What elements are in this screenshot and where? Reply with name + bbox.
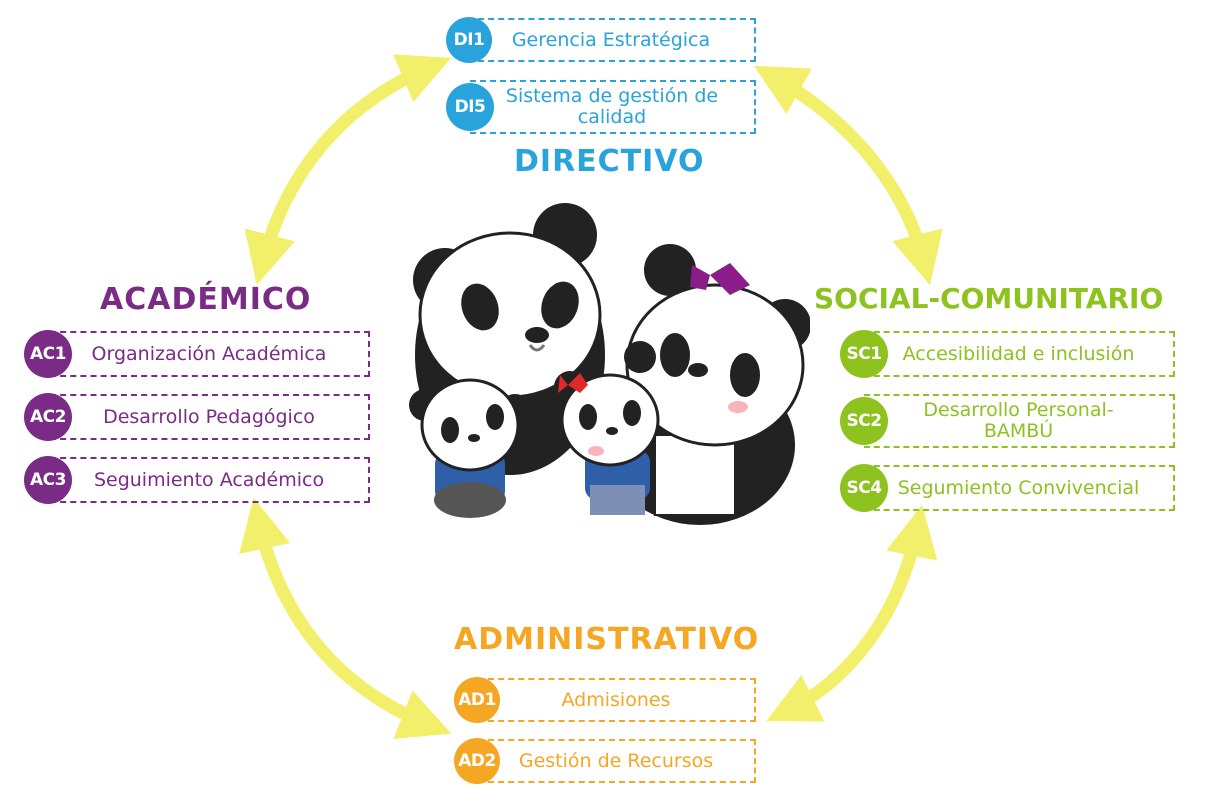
arrow-directivo-academico	[244, 54, 452, 286]
badge-ac3: AC3	[24, 456, 72, 504]
item-label: Seguimiento Académico	[93, 468, 325, 491]
item-label: Gestión de Recursos	[518, 749, 714, 772]
section-title-academico: ACADÉMICO	[100, 282, 312, 317]
item-ac3[interactable]: Seguimiento Académico	[50, 457, 370, 503]
item-sc2[interactable]: Desarrollo Personal- BAMBÚ	[864, 394, 1175, 448]
item-label: Desarrollo Personal- BAMBÚ	[923, 399, 1114, 442]
section-title-administrativo: ADMINISTRATIVO	[454, 622, 760, 657]
item-label: Accesibilidad e inclusión	[902, 342, 1135, 365]
section-title-directivo: DIRECTIVO	[514, 144, 705, 179]
item-ac2[interactable]: Desarrollo Pedagógico	[50, 394, 370, 440]
arrow-academico-administrativo	[239, 497, 452, 739]
item-sc4[interactable]: Segumiento Convivencial	[864, 465, 1175, 511]
arrow-social-administrativo	[766, 504, 938, 722]
item-di1[interactable]: Gerencia Estratégica	[468, 18, 756, 62]
item-label: Segumiento Convivencial	[897, 476, 1140, 499]
badge-ac1: AC1	[24, 330, 72, 378]
panda-son	[409, 378, 531, 518]
item-ac1[interactable]: Organización Académica	[50, 331, 370, 377]
item-ad1[interactable]: Admisiones	[478, 678, 756, 722]
section-title-social: SOCIAL-COMUNITARIO	[814, 282, 1164, 315]
item-label: Organización Académica	[91, 342, 327, 365]
item-di5[interactable]: Sistema de gestión de calidad	[470, 80, 756, 134]
item-label: Gerencia Estratégica	[511, 28, 711, 51]
badge-di5: DI5	[446, 83, 494, 131]
badge-sc1: SC1	[840, 330, 888, 378]
item-ad2[interactable]: Gestión de Recursos	[478, 739, 756, 783]
item-label: Admisiones	[561, 688, 671, 711]
badge-ad1: AD1	[454, 677, 500, 723]
item-sc1[interactable]: Accesibilidad e inclusión	[864, 331, 1175, 377]
panda-family-illustration	[409, 203, 810, 525]
arrow-directivo-social	[753, 65, 943, 286]
item-label: Sistema de gestión de calidad	[505, 85, 719, 128]
badge-di1: DI1	[446, 17, 492, 63]
badge-ad2: AD2	[454, 738, 500, 784]
badge-ac2: AC2	[24, 393, 72, 441]
item-label: Desarrollo Pedagógico	[103, 405, 315, 428]
badge-sc4: SC4	[840, 464, 888, 512]
panda-daughter	[554, 341, 660, 515]
badge-sc2: SC2	[840, 397, 888, 445]
